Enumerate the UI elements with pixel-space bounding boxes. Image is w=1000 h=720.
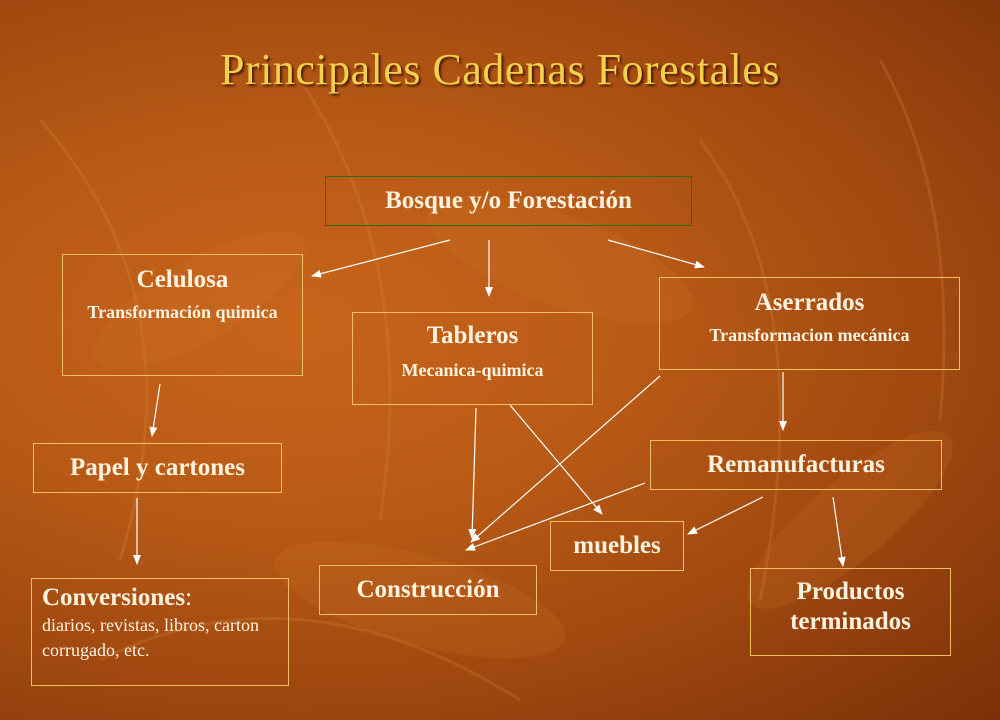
page-title: Principales Cadenas Forestales [220,45,780,94]
node-papel: Papel y cartones [33,443,282,493]
node-papel-label: Papel y cartones [70,454,245,481]
node-conversiones-sub: diarios, revistas, libros, carton corrug… [42,615,259,660]
node-aserrados-label: Aserrados [754,289,865,316]
node-muebles-label: muebles [573,532,661,559]
node-bosque-label: Bosque y/o Forestación [385,187,632,214]
node-remanufacturas: Remanufacturas [650,440,942,490]
node-aserrados-sub: Transformacion mecánica [709,325,910,345]
node-tableros-sub: Mecanica-quimica [401,360,544,380]
node-conversiones-colon: : [185,584,193,611]
node-tableros: Tableros Mecanica-quimica [352,312,593,405]
node-construccion-label: Construcción [356,576,500,603]
node-conversiones-title: Conversiones [42,584,186,611]
node-construccion: Construcción [319,565,537,615]
node-tableros-label: Tableros [426,322,519,349]
node-conversiones-label: Conversiones: [42,583,278,613]
node-celulosa-label: Celulosa [136,266,229,293]
node-remanufacturas-label: Remanufacturas [707,451,885,478]
node-bosque: Bosque y/o Forestación [325,176,692,226]
node-muebles: muebles [550,521,684,571]
node-aserrados: Aserrados Transformacion mecánica [659,277,960,370]
node-conversiones: Conversiones: diarios, revistas, libros,… [31,578,289,686]
node-celulosa-sub: Transformación quimica [87,302,278,322]
node-productos-label: Productos terminados [790,578,911,635]
node-celulosa: Celulosa Transformación quimica [62,254,303,376]
node-productos: Productos terminados [750,568,951,656]
